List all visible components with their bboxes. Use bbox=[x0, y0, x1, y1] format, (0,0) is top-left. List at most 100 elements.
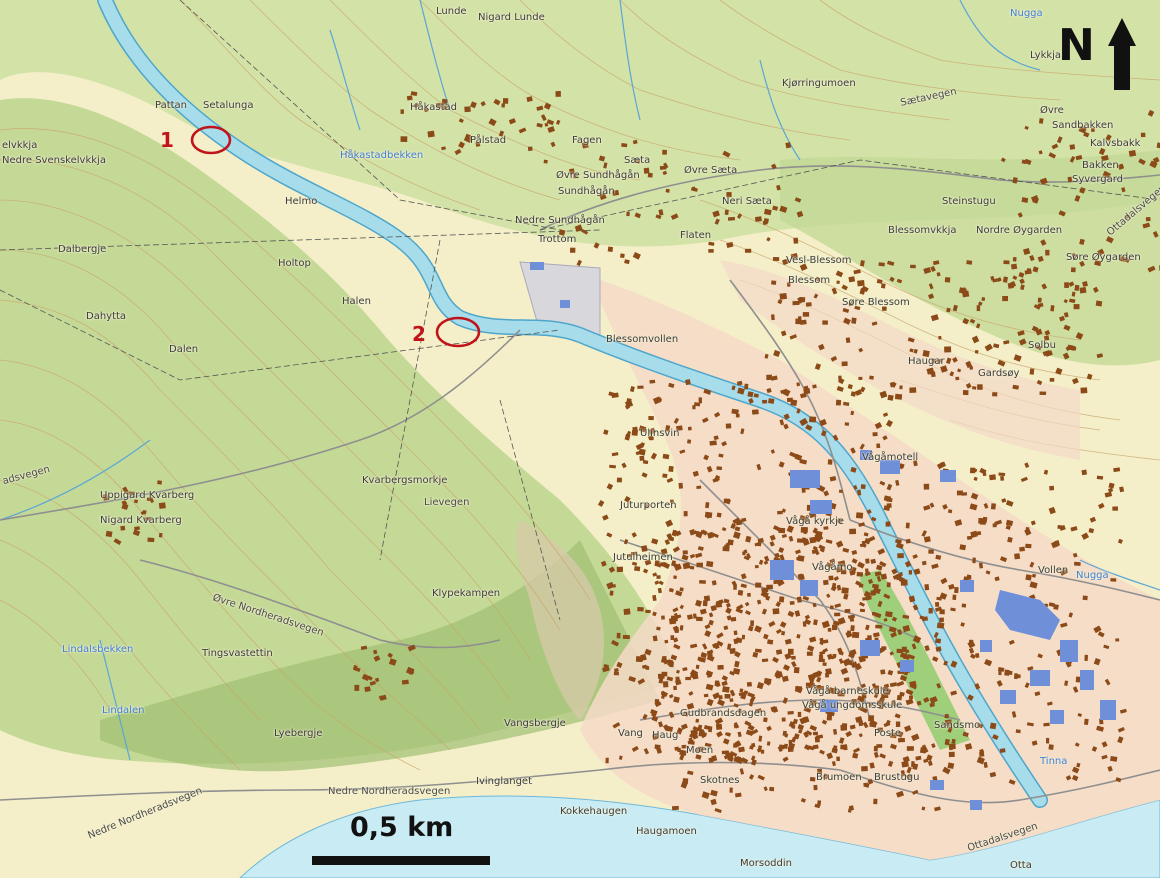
building bbox=[796, 596, 802, 603]
building bbox=[896, 730, 904, 738]
building bbox=[968, 647, 975, 654]
building bbox=[1029, 368, 1035, 375]
building bbox=[768, 620, 776, 628]
building bbox=[861, 692, 867, 699]
place-label: Solbu bbox=[1028, 340, 1056, 351]
building bbox=[652, 572, 658, 577]
place-label: Lunde bbox=[436, 6, 467, 17]
building bbox=[616, 632, 621, 639]
building bbox=[738, 708, 742, 714]
building bbox=[122, 486, 129, 494]
building bbox=[1069, 156, 1076, 163]
building bbox=[856, 686, 861, 691]
building bbox=[978, 562, 984, 569]
building bbox=[782, 664, 791, 671]
building bbox=[649, 379, 656, 384]
building bbox=[899, 463, 905, 469]
building bbox=[1117, 163, 1125, 170]
building bbox=[1070, 526, 1078, 532]
building bbox=[735, 413, 740, 418]
building bbox=[822, 662, 827, 667]
building bbox=[1005, 524, 1011, 530]
building bbox=[1115, 638, 1120, 642]
building bbox=[666, 477, 674, 483]
building bbox=[733, 703, 739, 708]
building bbox=[662, 149, 667, 155]
building bbox=[1015, 729, 1021, 734]
building bbox=[883, 617, 888, 622]
building bbox=[1002, 276, 1008, 283]
building bbox=[1097, 631, 1105, 638]
building bbox=[901, 761, 909, 768]
building bbox=[844, 608, 851, 613]
building bbox=[913, 460, 918, 467]
building bbox=[624, 259, 630, 265]
building bbox=[1104, 678, 1111, 686]
building bbox=[970, 530, 978, 538]
building bbox=[597, 500, 605, 507]
building bbox=[1000, 475, 1005, 481]
building bbox=[648, 427, 657, 436]
building bbox=[701, 791, 710, 799]
building bbox=[690, 643, 698, 649]
building bbox=[637, 606, 644, 612]
building bbox=[827, 653, 833, 660]
building bbox=[1102, 170, 1111, 179]
building bbox=[826, 687, 831, 694]
place-label: Lykkja bbox=[1030, 50, 1062, 61]
place-label: Steinstugu bbox=[942, 196, 996, 207]
building bbox=[458, 141, 466, 149]
building bbox=[1053, 604, 1059, 610]
building bbox=[942, 766, 951, 775]
building bbox=[940, 577, 948, 585]
building bbox=[813, 548, 820, 556]
building bbox=[777, 510, 783, 515]
building bbox=[790, 661, 797, 668]
building bbox=[752, 652, 759, 658]
building bbox=[744, 720, 752, 727]
building bbox=[912, 635, 922, 644]
building bbox=[899, 572, 903, 577]
building bbox=[922, 350, 930, 358]
building bbox=[831, 747, 838, 754]
building bbox=[876, 279, 883, 284]
building bbox=[688, 691, 694, 696]
building bbox=[602, 514, 609, 521]
building bbox=[1046, 737, 1050, 744]
building bbox=[998, 472, 1006, 477]
place-label: Vågå kyrkje bbox=[786, 516, 845, 527]
building bbox=[703, 454, 710, 461]
building bbox=[1103, 644, 1110, 650]
building bbox=[928, 607, 933, 614]
building bbox=[858, 601, 865, 607]
building bbox=[851, 570, 856, 575]
building bbox=[784, 638, 792, 645]
building bbox=[373, 655, 381, 662]
building bbox=[708, 726, 713, 733]
building bbox=[950, 690, 958, 696]
building bbox=[939, 609, 945, 615]
place-label: Tingsvastettin bbox=[202, 648, 273, 659]
building bbox=[725, 602, 731, 608]
building bbox=[1024, 462, 1030, 469]
place-label: Juturporten bbox=[620, 500, 677, 511]
building bbox=[632, 426, 638, 433]
building bbox=[906, 766, 912, 774]
place-label: Dalen bbox=[169, 344, 199, 355]
building bbox=[946, 307, 951, 313]
building bbox=[679, 604, 684, 610]
building bbox=[999, 748, 1006, 753]
building bbox=[609, 590, 614, 596]
building bbox=[734, 740, 742, 748]
building bbox=[647, 172, 653, 178]
building bbox=[799, 297, 806, 303]
building bbox=[1123, 257, 1130, 263]
building bbox=[644, 503, 649, 509]
building bbox=[747, 592, 751, 597]
building bbox=[727, 216, 736, 221]
building bbox=[928, 549, 934, 554]
building bbox=[966, 535, 973, 540]
building bbox=[1042, 349, 1051, 357]
building bbox=[876, 564, 883, 571]
building bbox=[147, 537, 155, 543]
